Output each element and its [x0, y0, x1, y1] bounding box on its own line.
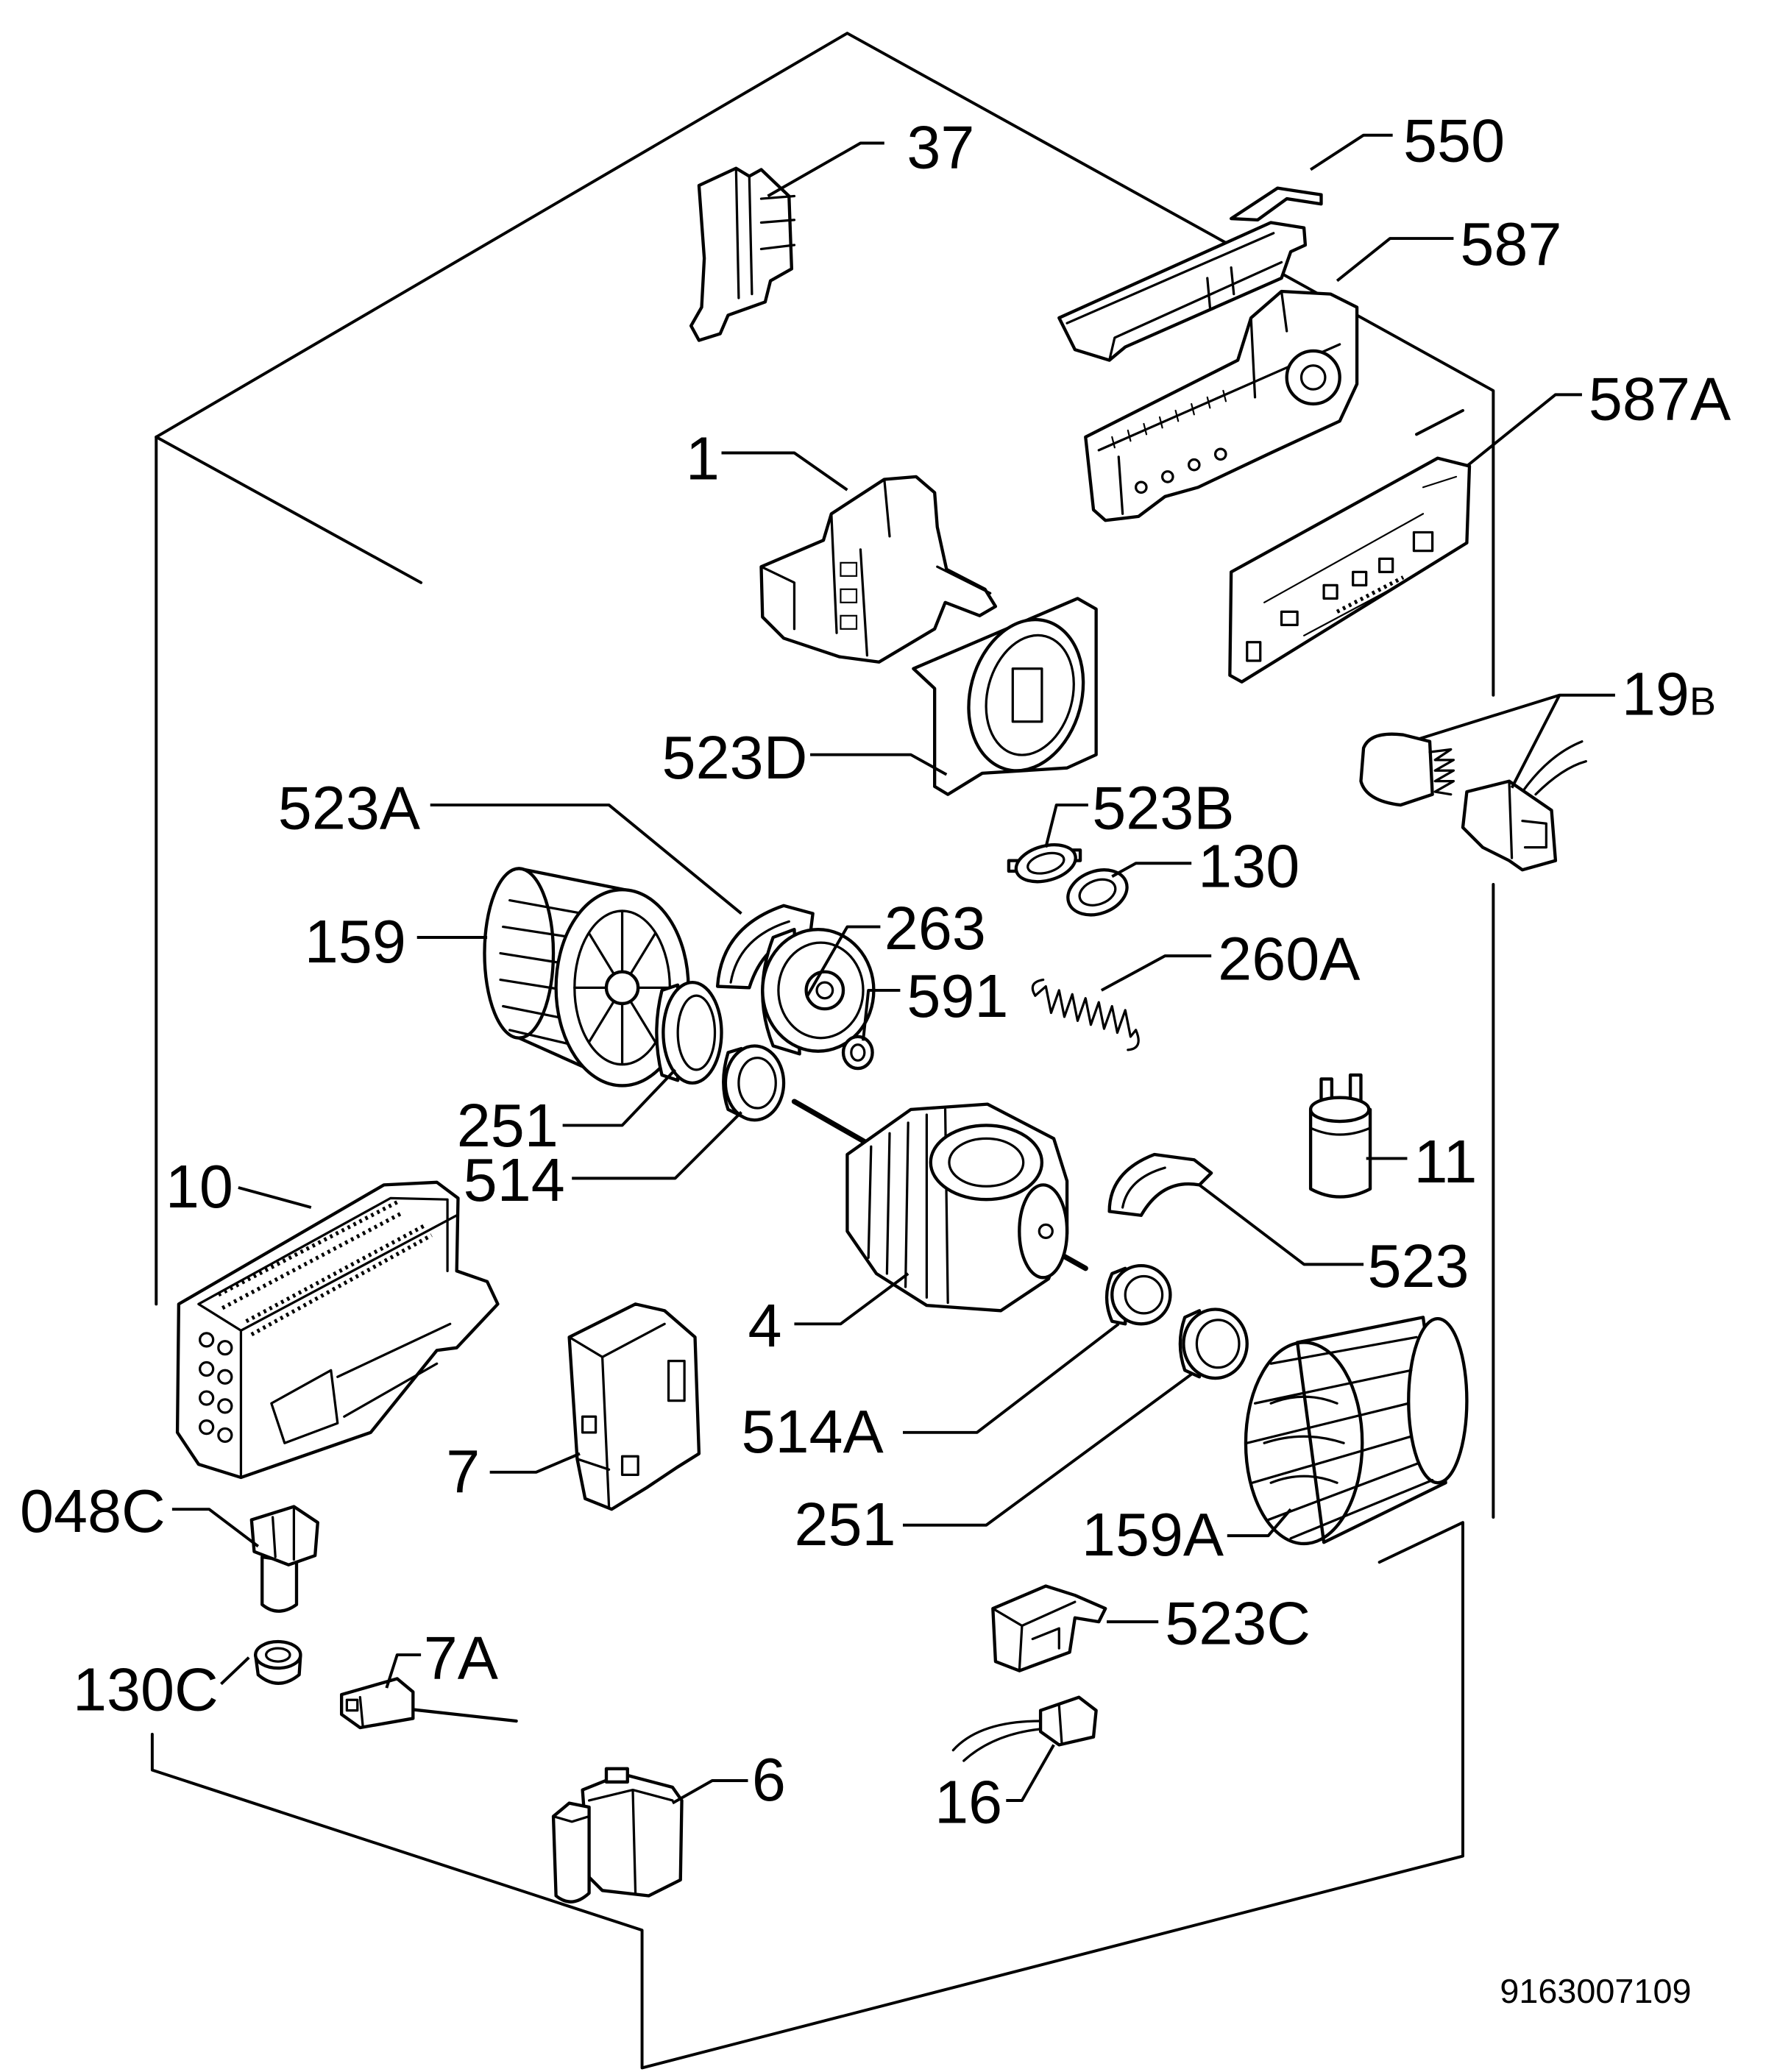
part-523	[1107, 1152, 1213, 1217]
part-260A	[1031, 978, 1140, 1051]
label-263: 263	[884, 894, 986, 962]
label-587: 587	[1460, 210, 1561, 278]
part-514A	[1104, 1263, 1172, 1326]
leader-251-upper	[562, 1068, 676, 1127]
part-251-lower	[1178, 1308, 1249, 1380]
part-labels: 37 550 587 587A 1 523D 523A 523B 130 19B…	[20, 107, 1731, 2011]
part-7A	[340, 1677, 518, 1730]
leader-7	[489, 1452, 581, 1474]
leader-587	[1336, 237, 1454, 283]
part-550	[1057, 186, 1323, 362]
label-19B: 19B	[1622, 660, 1716, 728]
label-4: 4	[748, 1291, 781, 1360]
label-523C: 523C	[1165, 1589, 1311, 1658]
leader-7A	[385, 1653, 422, 1689]
label-10: 10	[166, 1152, 233, 1221]
leader-514A	[902, 1322, 1120, 1434]
leader-19B	[1419, 693, 1615, 789]
label-550: 550	[1403, 107, 1505, 175]
leader-251-lower	[902, 1373, 1193, 1527]
label-159A: 159A	[1082, 1500, 1224, 1569]
leader-4	[794, 1272, 909, 1326]
part-523A	[715, 904, 815, 990]
part-587A	[1228, 456, 1472, 684]
leader-523A	[430, 803, 742, 915]
part-523B	[1007, 843, 1082, 884]
label-19B-suffix: B	[1689, 680, 1716, 724]
label-11: 11	[1414, 1127, 1477, 1196]
part-523C	[991, 1584, 1107, 1672]
label-523D: 523D	[662, 723, 808, 792]
leader-587A	[1466, 393, 1582, 468]
label-260A: 260A	[1218, 925, 1361, 993]
leader-523	[1198, 1183, 1364, 1266]
leader-048C	[171, 1508, 260, 1548]
leader-263	[806, 925, 881, 997]
leader-16	[1006, 1744, 1055, 1802]
label-1: 1	[686, 424, 720, 492]
part-4	[791, 1099, 1088, 1313]
label-19B-number: 19	[1622, 660, 1689, 728]
leader-6	[671, 1779, 748, 1805]
drawing-number: 9163007109	[1500, 1972, 1691, 2010]
part-6	[551, 1767, 684, 1904]
label-523A: 523A	[278, 773, 421, 842]
leader-591	[862, 988, 901, 1041]
leader-523D	[810, 753, 948, 776]
label-130: 130	[1198, 832, 1299, 901]
leader-523B	[1044, 803, 1088, 848]
label-587A: 587A	[1589, 365, 1731, 433]
part-37	[689, 166, 796, 342]
label-251-lower: 251	[794, 1490, 896, 1558]
label-048C: 048C	[20, 1477, 166, 1545]
cabinet-outline	[150, 32, 1495, 2070]
part-10	[175, 1180, 500, 1480]
part-587	[1084, 289, 1359, 522]
label-591: 591	[907, 962, 1008, 1030]
part-1	[759, 475, 998, 664]
leader-37	[767, 141, 884, 198]
leader-130	[1111, 862, 1192, 878]
label-514A: 514A	[741, 1397, 884, 1466]
label-523B: 523B	[1092, 773, 1234, 842]
leader-130C	[220, 1656, 250, 1686]
label-514: 514	[464, 1146, 565, 1214]
leader-550	[1310, 133, 1393, 171]
part-19B	[1359, 732, 1587, 872]
leader-159A	[1227, 1508, 1292, 1538]
part-523D	[912, 597, 1098, 796]
leader-260A	[1100, 954, 1212, 992]
part-16	[951, 1695, 1098, 1762]
label-523: 523	[1367, 1232, 1469, 1300]
part-514	[722, 1044, 786, 1122]
part-251-upper	[655, 980, 723, 1085]
leader-514	[572, 1111, 742, 1180]
label-130C: 130C	[73, 1656, 219, 1724]
part-159A	[1244, 1316, 1469, 1546]
part-591	[841, 1035, 874, 1071]
label-251-upper: 251	[457, 1091, 558, 1160]
label-16: 16	[935, 1768, 1002, 1837]
part-130C	[254, 1639, 302, 1685]
label-37: 37	[907, 113, 974, 182]
part-7	[567, 1302, 701, 1511]
leader-lines	[171, 133, 1615, 1805]
part-11	[1308, 1073, 1372, 1199]
part-130	[1066, 868, 1129, 917]
leader-10	[238, 1186, 312, 1209]
part-048C	[249, 1505, 319, 1613]
label-6: 6	[752, 1745, 786, 1814]
label-7A: 7A	[424, 1623, 499, 1692]
leader-1	[721, 451, 848, 492]
label-159: 159	[305, 907, 406, 976]
label-7: 7	[446, 1437, 480, 1505]
